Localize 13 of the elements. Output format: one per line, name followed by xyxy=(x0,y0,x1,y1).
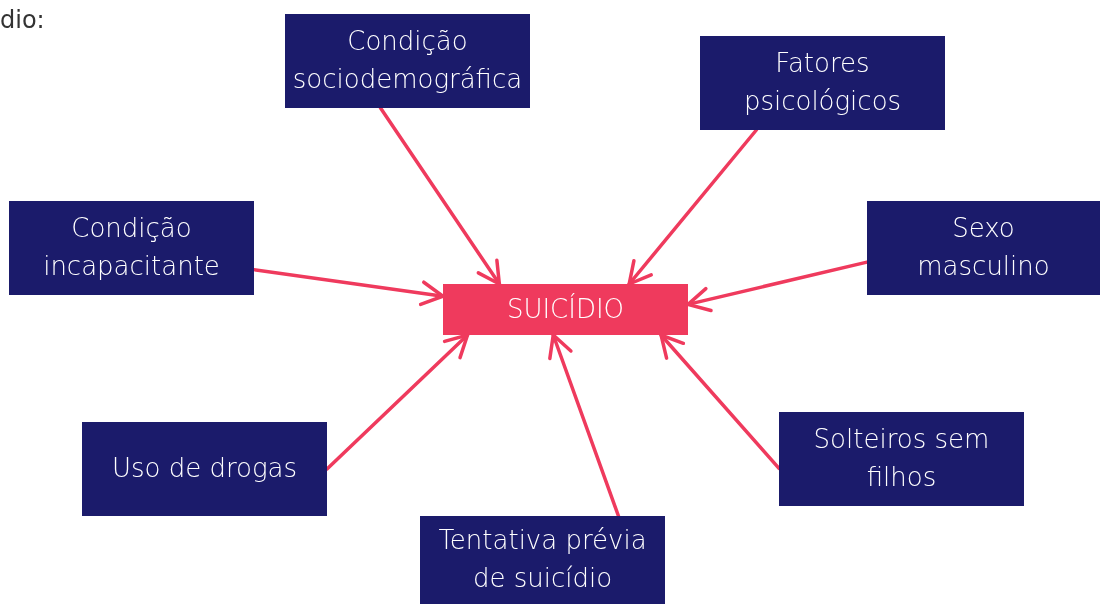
factor-box: Condição sociodemográfica xyxy=(285,14,530,108)
factor-box: Solteiros sem filhos xyxy=(779,412,1024,506)
factor-box: Uso de drogas xyxy=(82,422,327,516)
factor-box: Fatores psicológicos xyxy=(700,36,945,130)
arrow xyxy=(548,333,621,518)
factor-box: Sexo masculino xyxy=(867,201,1100,295)
arrow xyxy=(659,333,781,471)
arrow xyxy=(627,128,759,286)
note-text: dio: xyxy=(0,6,45,34)
factor-box: Tentativa prévia de suicídio xyxy=(420,516,665,604)
arrow xyxy=(378,106,502,286)
factor-box: Condição incapacitante xyxy=(9,201,254,295)
central-box: SUICÍDIO xyxy=(443,284,688,335)
